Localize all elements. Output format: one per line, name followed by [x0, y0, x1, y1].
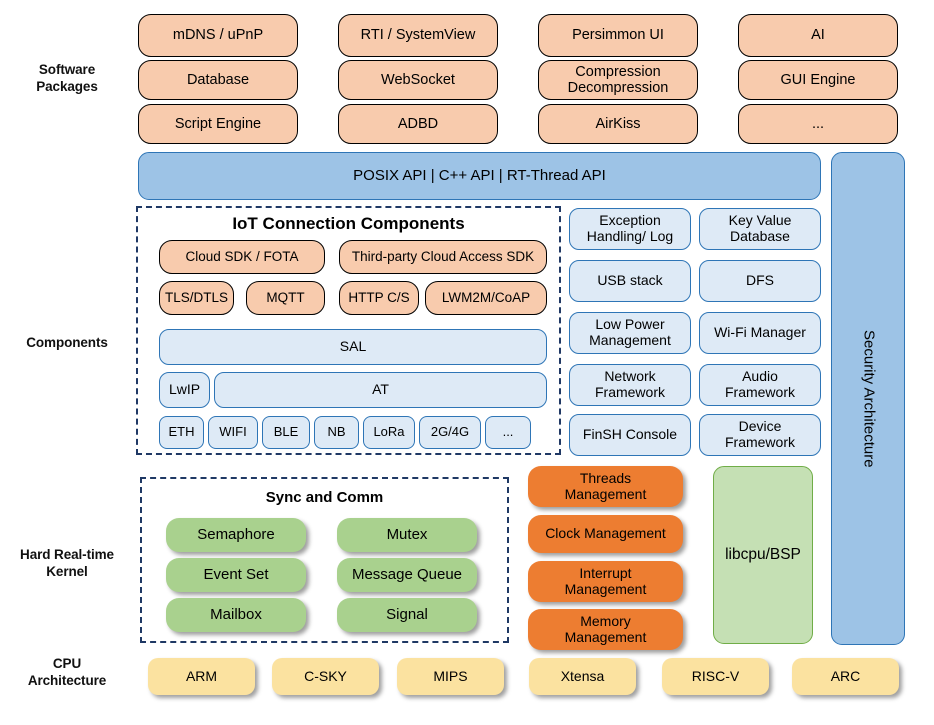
package-compression-decompression[interactable]: Compression Decompression [538, 60, 698, 100]
libcpu-bsp[interactable]: libcpu/BSP [713, 466, 813, 644]
kernel-interrupt-management[interactable]: Interrupt Management [528, 561, 683, 602]
kernel-mutex[interactable]: Mutex [337, 518, 477, 552]
sync-and-comm-group-frame [140, 477, 509, 643]
cpu-xtensa[interactable]: Xtensa [529, 658, 636, 695]
sync-and-comm-group-title: Sync and Comm [265, 489, 384, 506]
kernel-message-queue[interactable]: Message Queue [337, 558, 477, 592]
iot-lwip[interactable]: LwIP [159, 372, 210, 408]
row-label-cpu-architecture: CPU Architecture [27, 656, 107, 688]
package-ai[interactable]: AI [738, 14, 898, 57]
iot-http-cs[interactable]: HTTP C/S [339, 281, 419, 315]
iot-at[interactable]: AT [214, 372, 547, 408]
package-airkiss[interactable]: AirKiss [538, 104, 698, 144]
package-mdns-upnp[interactable]: mDNS / uPnP [138, 14, 298, 57]
cpu-c-sky[interactable]: C-SKY [272, 658, 379, 695]
cpu-arc[interactable]: ARC [792, 658, 899, 695]
iot-connection-group-frame [136, 206, 561, 455]
component-key-value-database[interactable]: Key Value Database [699, 208, 821, 250]
component-wifi-manager[interactable]: Wi-Fi Manager [699, 312, 821, 354]
security-architecture-label: Security Architecture [860, 329, 878, 468]
component-usb-stack[interactable]: USB stack [569, 260, 691, 302]
package-rti-systemview[interactable]: RTI / SystemView [338, 14, 498, 57]
iot-connection-group-title: IoT Connection Components [232, 214, 465, 233]
row-label-kernel: Hard Real-time Kernel [20, 547, 114, 579]
package-gui-engine[interactable]: GUI Engine [738, 60, 898, 100]
iot-link-2g4g[interactable]: 2G/4G [419, 416, 481, 449]
iot-link-nb[interactable]: NB [314, 416, 359, 449]
iot-cloud-sdk-fota[interactable]: Cloud SDK / FOTA [159, 240, 325, 274]
kernel-event-set[interactable]: Event Set [166, 558, 306, 592]
iot-link-ble[interactable]: BLE [262, 416, 310, 449]
cpu-arm[interactable]: ARM [148, 658, 255, 695]
component-audio-framework[interactable]: Audio Framework [699, 364, 821, 406]
kernel-threads-management[interactable]: Threads Management [528, 466, 683, 507]
kernel-signal[interactable]: Signal [337, 598, 477, 632]
package-more[interactable]: ... [738, 104, 898, 144]
component-dfs[interactable]: DFS [699, 260, 821, 302]
cpu-risc-v[interactable]: RISC-V [662, 658, 769, 695]
iot-third-party-cloud-access-sdk[interactable]: Third-party Cloud Access SDK [339, 240, 547, 274]
iot-link-eth[interactable]: ETH [159, 416, 204, 449]
row-label-components: Components [26, 335, 108, 350]
iot-lwm2m-coap[interactable]: LWM2M/CoAP [425, 281, 547, 315]
kernel-clock-management[interactable]: Clock Management [528, 515, 683, 553]
package-adbd[interactable]: ADBD [338, 104, 498, 144]
package-script-engine[interactable]: Script Engine [138, 104, 298, 144]
kernel-memory-management[interactable]: Memory Management [528, 609, 683, 650]
iot-link-lora[interactable]: LoRa [363, 416, 415, 449]
iot-link-more[interactable]: ... [485, 416, 531, 449]
component-device-framework[interactable]: Device Framework [699, 414, 821, 456]
component-finsh-console[interactable]: FinSH Console [569, 414, 691, 456]
package-websocket[interactable]: WebSocket [338, 60, 498, 100]
kernel-semaphore[interactable]: Semaphore [166, 518, 306, 552]
iot-sal[interactable]: SAL [159, 329, 547, 365]
security-architecture-sidebar[interactable]: Security Architecture [831, 152, 905, 645]
package-database[interactable]: Database [138, 60, 298, 100]
iot-mqtt[interactable]: MQTT [246, 281, 325, 315]
component-exception-handling-log[interactable]: Exception Handling/ Log [569, 208, 691, 250]
api-bar[interactable]: POSIX API | C++ API | RT-Thread API [138, 152, 821, 200]
component-low-power-management[interactable]: Low Power Management [569, 312, 691, 354]
iot-tls-dtls[interactable]: TLS/DTLS [159, 281, 234, 315]
package-persimmon-ui[interactable]: Persimmon UI [538, 14, 698, 57]
row-label-software-packages: Software Packages [36, 62, 98, 94]
kernel-mailbox[interactable]: Mailbox [166, 598, 306, 632]
component-network-framework[interactable]: Network Framework [569, 364, 691, 406]
cpu-mips[interactable]: MIPS [397, 658, 504, 695]
iot-link-wifi[interactable]: WIFI [208, 416, 258, 449]
